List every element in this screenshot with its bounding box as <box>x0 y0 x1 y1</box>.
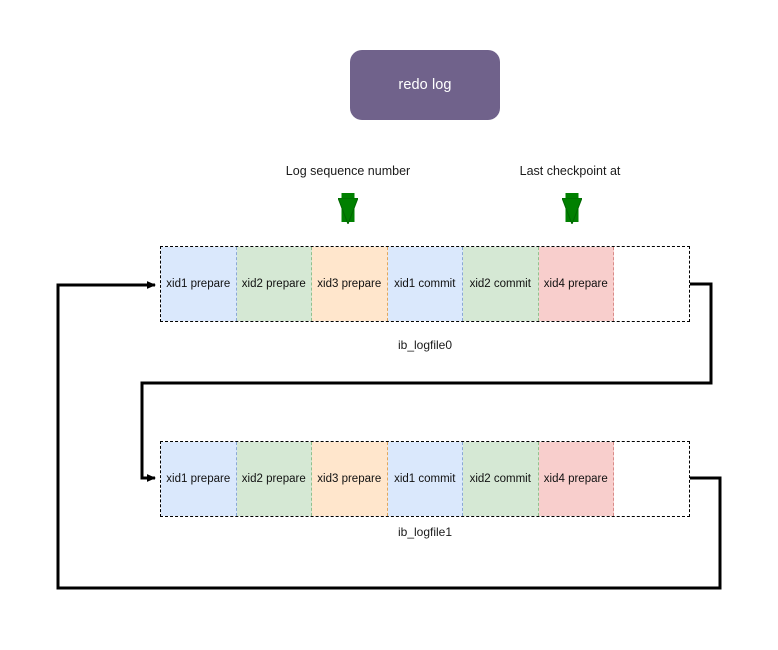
log-cell: xid1 commit <box>387 247 463 321</box>
logfile-row-ib-logfile0: xid1 prepare xid2 prepare xid3 prepare x… <box>160 246 690 322</box>
log-cell: xid1 prepare <box>161 247 237 321</box>
log-sequence-number-label: Log sequence number <box>285 164 411 178</box>
log-cell: xid3 prepare <box>312 442 388 516</box>
connector-logfile1-to-logfile0 <box>56 281 722 590</box>
log-cell: xid1 commit <box>387 442 463 516</box>
logfile-caption-ib-logfile0: ib_logfile0 <box>397 338 453 352</box>
log-cell: xid1 prepare <box>161 442 237 516</box>
last-checkpoint-at-label: Last checkpoint at <box>519 164 621 178</box>
log-cell: xid3 prepare <box>312 247 388 321</box>
log-cell-empty <box>614 442 689 516</box>
log-cell-empty <box>614 247 689 321</box>
log-cell: xid4 prepare <box>538 247 614 321</box>
logfile-row-ib-logfile1: xid1 prepare xid2 prepare xid3 prepare x… <box>160 441 690 517</box>
logfile-caption-ib-logfile1: ib_logfile1 <box>397 525 453 539</box>
log-cell: xid4 prepare <box>538 442 614 516</box>
redo-log-title-box: redo log <box>350 50 500 120</box>
log-cell: xid2 commit <box>463 442 539 516</box>
log-cell: xid2 prepare <box>236 442 312 516</box>
log-cell: xid2 prepare <box>236 247 312 321</box>
redo-log-title-label: redo log <box>398 77 452 93</box>
log-cell: xid2 commit <box>463 247 539 321</box>
